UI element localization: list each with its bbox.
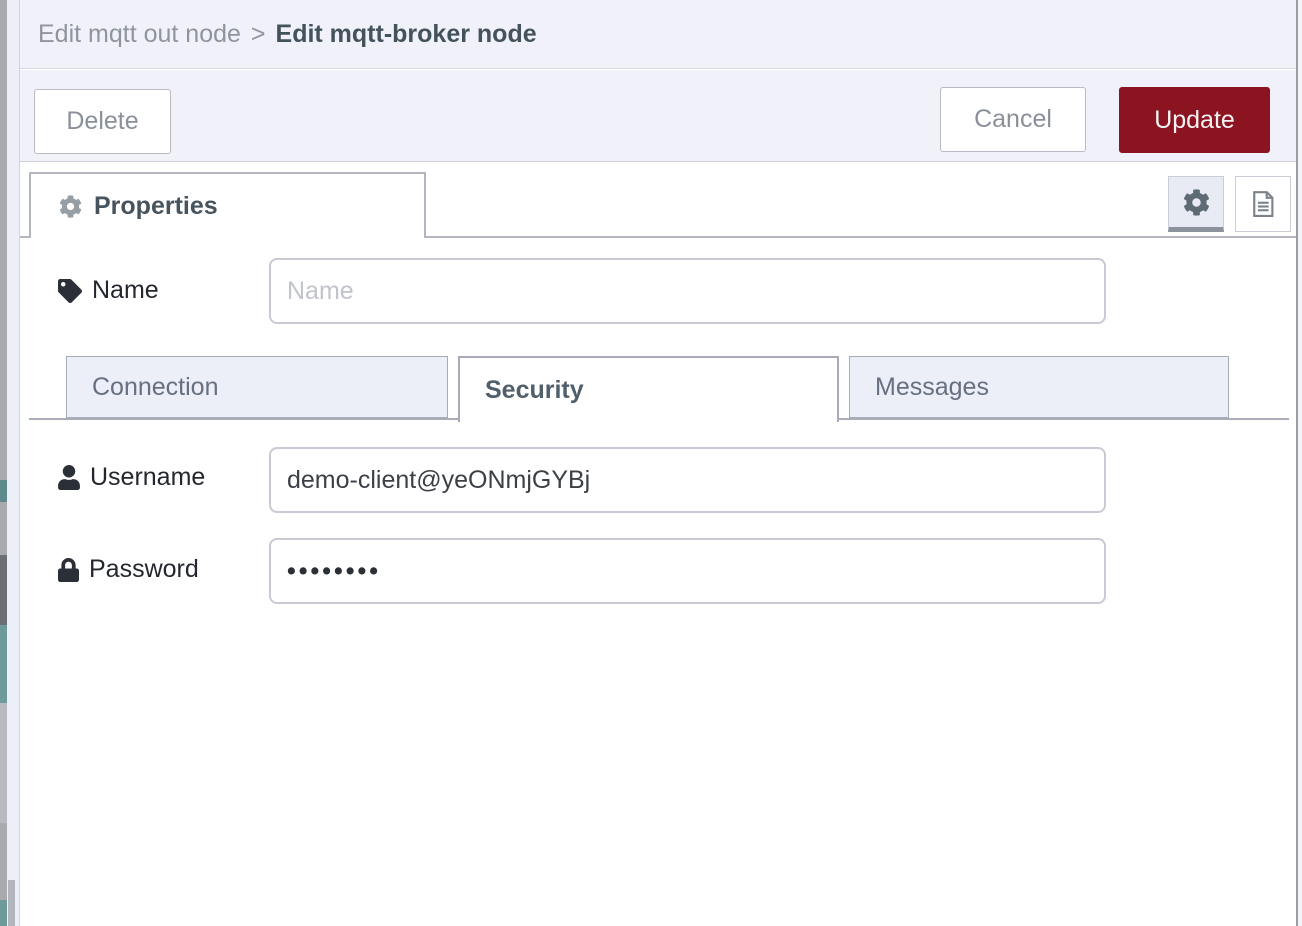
properties-tabbar-border (20, 236, 1296, 238)
palette-node-fragment (0, 555, 7, 625)
workspace-edge (0, 0, 7, 926)
username-input[interactable] (269, 447, 1106, 513)
tab-connection[interactable]: Connection (66, 356, 448, 418)
edit-properties-button[interactable] (1168, 176, 1224, 232)
gear-icon (1183, 188, 1210, 216)
password-label: Password (58, 555, 199, 584)
cancel-button[interactable]: Cancel (940, 87, 1086, 152)
breadcrumb-separator: > (250, 19, 266, 48)
tab-properties[interactable]: Properties (29, 172, 426, 238)
palette-scrollbar-track (7, 0, 19, 926)
update-button[interactable]: Update (1119, 87, 1270, 153)
name-label: Name (58, 276, 159, 305)
name-input[interactable] (269, 258, 1106, 324)
edit-dialog-tray: Edit mqtt out node > Edit mqtt-broker no… (19, 0, 1298, 926)
palette-node-fragment (0, 480, 7, 502)
tray-header: Edit mqtt out node > Edit mqtt-broker no… (20, 0, 1296, 69)
palette-node-fragment (0, 625, 7, 703)
username-label: Username (58, 463, 205, 492)
palette-node-fragment (0, 900, 7, 926)
tab-properties-label: Properties (94, 191, 218, 220)
file-text-icon (1248, 189, 1278, 219)
password-input[interactable] (269, 538, 1106, 604)
lock-icon (58, 557, 79, 582)
tab-messages[interactable]: Messages (849, 356, 1229, 418)
tag-icon (58, 278, 82, 303)
user-icon (58, 465, 80, 490)
breadcrumb-current: Edit mqtt-broker node (275, 19, 537, 48)
tray-toolbar: Delete Cancel Update (20, 70, 1296, 162)
palette-node-fragment (0, 703, 7, 823)
delete-button[interactable]: Delete (34, 89, 171, 154)
breadcrumb-parent[interactable]: Edit mqtt out node (38, 19, 241, 48)
scrollbar-thumb[interactable] (8, 880, 15, 926)
tab-security[interactable]: Security (458, 356, 839, 422)
node-description-button[interactable] (1235, 176, 1291, 232)
gear-icon (59, 194, 82, 218)
